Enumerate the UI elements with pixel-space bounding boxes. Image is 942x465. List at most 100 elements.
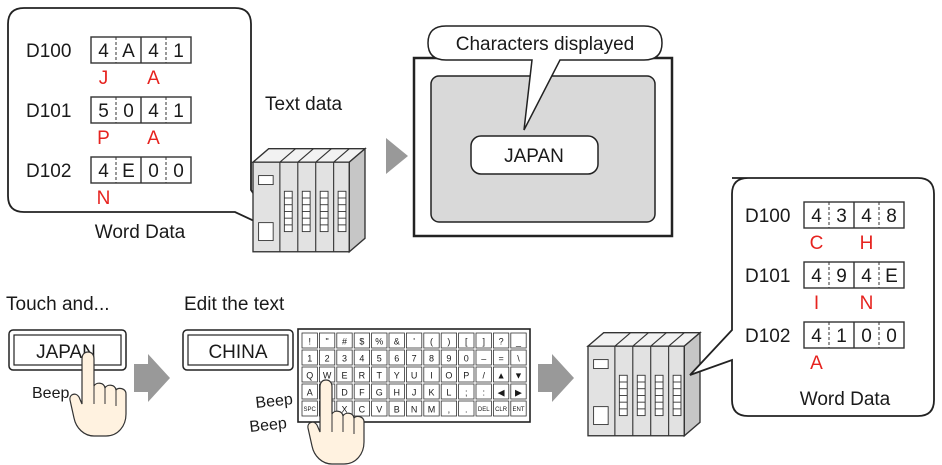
decoded-char: J (99, 68, 109, 89)
text-data-label: Text data (265, 94, 343, 115)
key[interactable]: ) (440, 332, 458, 349)
key[interactable]: , (440, 400, 458, 417)
key[interactable]: DEL (475, 400, 492, 417)
key[interactable]: K (423, 383, 440, 400)
key[interactable]: O (440, 366, 458, 383)
key[interactable]: . (458, 400, 475, 417)
key-label: ( (430, 337, 433, 347)
key[interactable]: $ (353, 332, 371, 349)
key[interactable]: Q (301, 366, 318, 383)
key-label: 1 (307, 354, 312, 364)
key[interactable]: ▲ (492, 366, 510, 383)
key[interactable]: SPC (301, 400, 318, 417)
key-label: / (482, 371, 485, 381)
key[interactable]: 8 (423, 349, 440, 366)
key[interactable]: I (423, 366, 440, 383)
key[interactable]: C (353, 400, 371, 417)
key[interactable]: V (371, 400, 388, 417)
key[interactable]: = (492, 349, 510, 366)
key[interactable]: 5 (371, 349, 388, 366)
key[interactable]: \ (510, 349, 527, 366)
key-label: , (448, 405, 451, 415)
key-label: . (465, 405, 468, 415)
decoded-char: P (97, 128, 110, 149)
key[interactable]: – (475, 349, 492, 366)
key-cap (492, 400, 510, 417)
key[interactable]: ◀ (492, 383, 510, 400)
key[interactable]: P (458, 366, 475, 383)
key[interactable]: ; (458, 383, 475, 400)
key-label: K (428, 388, 434, 398)
key[interactable]: [ (458, 332, 475, 349)
key[interactable]: 1 (301, 349, 318, 366)
key-label: CLR (495, 407, 508, 413)
key[interactable]: ? (492, 332, 510, 349)
key-label: ] (482, 337, 485, 347)
key-label: [ (465, 337, 468, 347)
key[interactable]: ] (475, 332, 492, 349)
key-cap (371, 349, 388, 366)
key[interactable]: F (353, 383, 371, 400)
key[interactable]: R (353, 366, 371, 383)
decoded-char: H (860, 233, 874, 254)
key[interactable]: CLR (492, 400, 510, 417)
key[interactable]: : (475, 383, 492, 400)
key[interactable]: ( (423, 332, 440, 349)
key[interactable]: 0 (458, 349, 475, 366)
key-label: 5 (377, 354, 382, 364)
key[interactable]: & (388, 332, 405, 349)
key-label: O (445, 371, 452, 381)
register-cell: 9 (836, 266, 847, 287)
key[interactable]: T (371, 366, 388, 383)
key[interactable]: 9 (440, 349, 458, 366)
key[interactable]: ▼ (510, 366, 527, 383)
key[interactable]: E (336, 366, 353, 383)
key[interactable]: % (371, 332, 388, 349)
key-cap (301, 383, 318, 400)
key-cap (301, 366, 318, 383)
key[interactable]: L (440, 383, 458, 400)
key[interactable]: " (318, 332, 336, 349)
key[interactable]: / (475, 366, 492, 383)
key[interactable]: G (371, 383, 388, 400)
register-cell: 0 (861, 326, 872, 347)
key[interactable]: H (388, 383, 405, 400)
key[interactable]: ▶ (510, 383, 527, 400)
key-label: DEL (478, 407, 490, 413)
key[interactable]: 7 (405, 349, 423, 366)
edit-beep-1: Beep (255, 391, 294, 412)
key[interactable]: N (405, 400, 423, 417)
key[interactable]: 4 (353, 349, 371, 366)
key[interactable]: A (301, 383, 318, 400)
key[interactable]: D (336, 383, 353, 400)
flow-arrow-2 (134, 354, 170, 402)
key[interactable]: 3 (336, 349, 353, 366)
key[interactable]: ENT (510, 400, 527, 417)
key-label: \ (517, 354, 520, 364)
key[interactable]: ! (301, 332, 318, 349)
key[interactable]: J (405, 383, 423, 400)
key[interactable]: # (336, 332, 353, 349)
key-cap (475, 400, 492, 417)
key-label: & (394, 337, 400, 347)
key[interactable]: 2 (318, 349, 336, 366)
key-cap (510, 366, 527, 383)
key[interactable]: ' (405, 332, 423, 349)
decoded-char: N (860, 293, 874, 314)
key-cap (318, 332, 336, 349)
key[interactable]: _ (510, 332, 527, 349)
key[interactable]: M (423, 400, 440, 417)
decoded-char: A (147, 128, 160, 149)
key-cap (301, 400, 318, 417)
key-cap (405, 366, 423, 383)
key[interactable]: 6 (388, 349, 405, 366)
key-cap (371, 383, 388, 400)
key[interactable]: Y (388, 366, 405, 383)
key-cap (301, 332, 318, 349)
key[interactable]: U (405, 366, 423, 383)
key[interactable]: B (388, 400, 405, 417)
